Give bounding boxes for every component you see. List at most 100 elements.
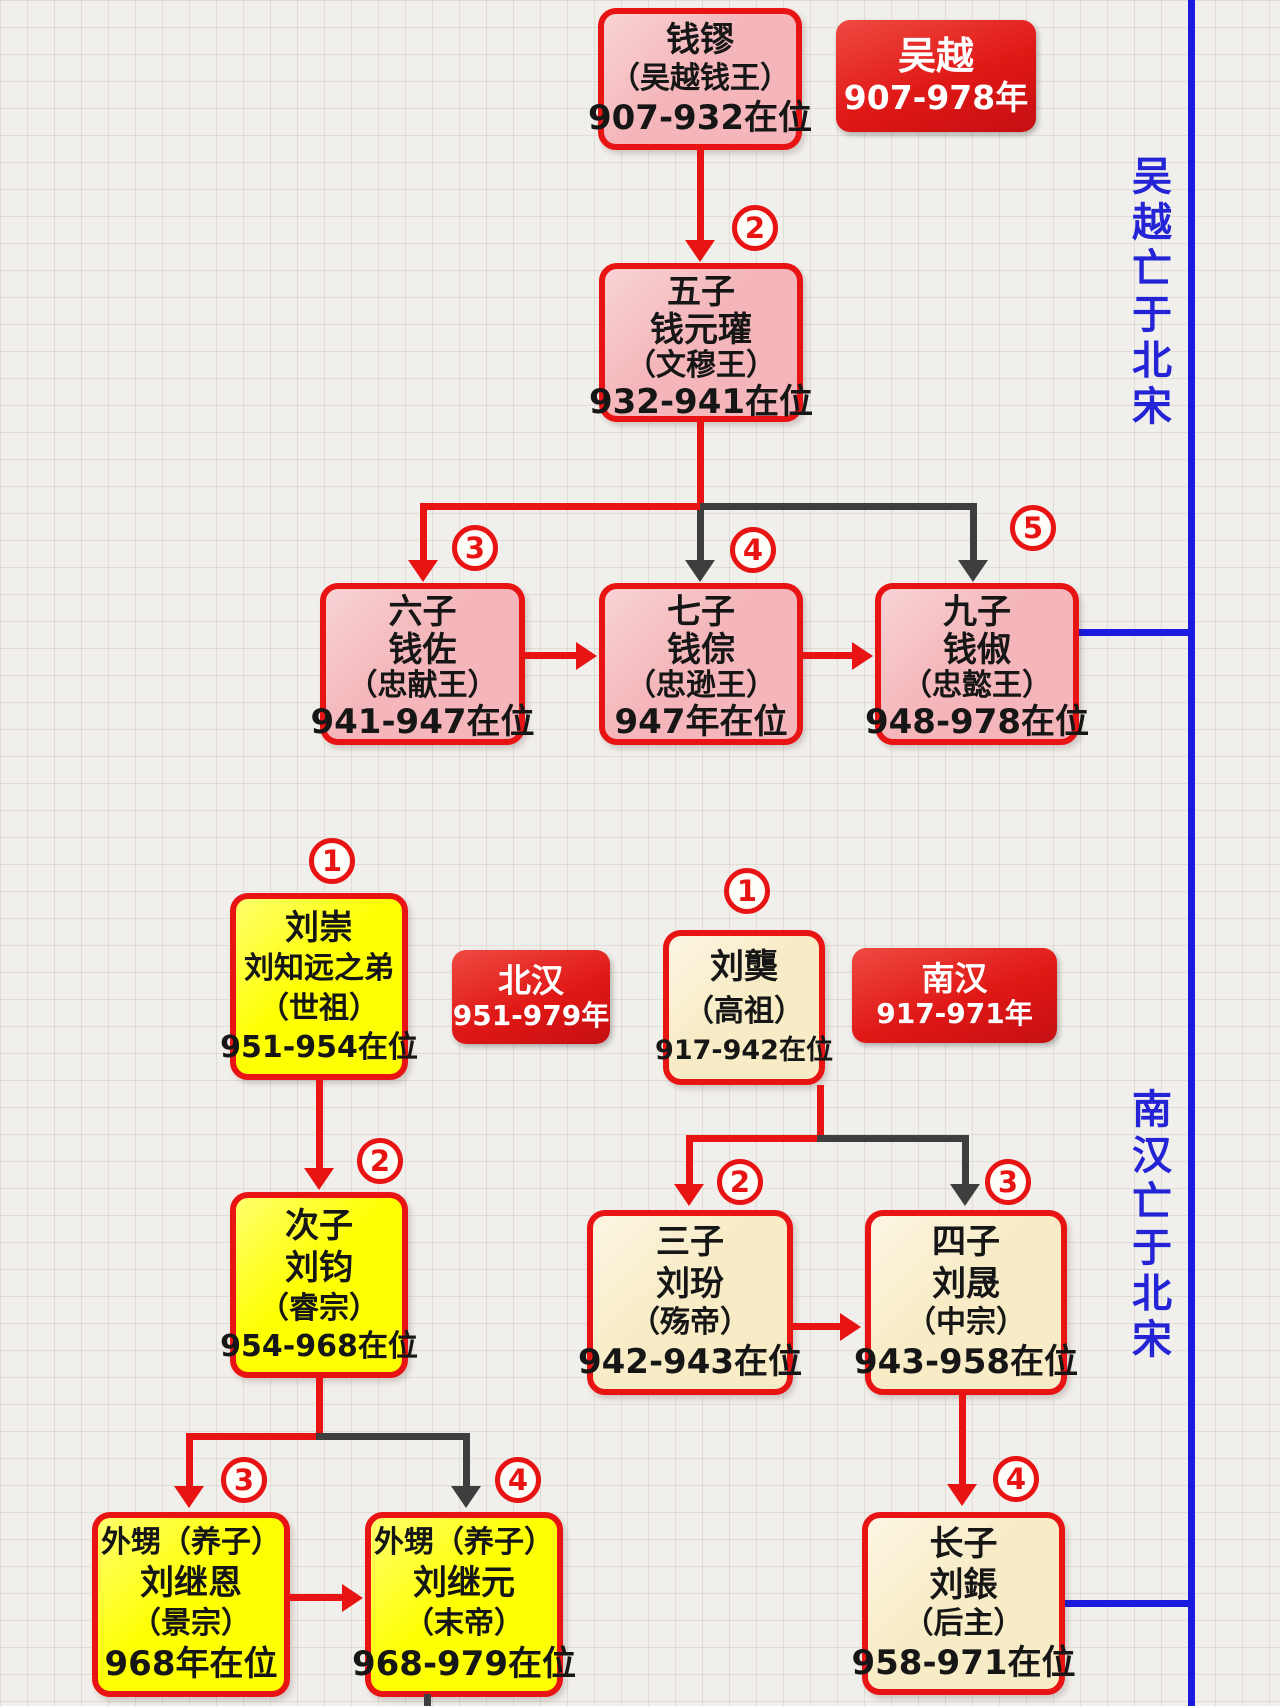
ruler-name: 钱俶 bbox=[943, 630, 1011, 671]
connector-to-liusheng bbox=[962, 1142, 969, 1186]
reign-label: 968-979在位 bbox=[351, 1643, 577, 1684]
arrowhead-bin-to-sheng bbox=[840, 1313, 861, 1341]
sequence-marker-nanhan-3: 3 bbox=[985, 1159, 1031, 1205]
reign-label: 947年在位 bbox=[614, 701, 788, 742]
reign-label: 932-941在位 bbox=[588, 381, 814, 422]
connector-to-liujiyuan bbox=[463, 1440, 470, 1488]
marker-number: 2 bbox=[369, 1144, 391, 1178]
badge-wuyue: 吴越 907-978年 bbox=[836, 20, 1036, 132]
arrowhead-to-qianzong bbox=[685, 560, 715, 582]
relation-label: 刘知远之弟 bbox=[244, 951, 394, 987]
connector-liuyan-down bbox=[817, 1085, 824, 1142]
marker-number: 5 bbox=[1022, 511, 1044, 545]
marker-number: 4 bbox=[742, 533, 764, 567]
badge-beihan: 北汉 951-979年 bbox=[452, 950, 610, 1044]
connector-to-liubin bbox=[686, 1135, 693, 1186]
reign-label: 943-958在位 bbox=[853, 1342, 1079, 1383]
reign-label: 907-932在位 bbox=[587, 97, 813, 138]
connector-liuchong-down bbox=[316, 1080, 323, 1170]
ruler-box-liu-bin: 三子 刘玢 （殇帝） 942-943在位 bbox=[578, 1210, 802, 1395]
ruler-box-liu-jun: 次子 刘钧 （睿宗） 954-968在位 bbox=[220, 1192, 418, 1378]
marker-number: 1 bbox=[321, 844, 343, 878]
connector-jien-to-jiyuan bbox=[290, 1594, 344, 1601]
connector-split-left bbox=[423, 503, 704, 510]
connector-qianchu-to-timeline bbox=[1075, 629, 1190, 636]
seniority-label: 次子 bbox=[285, 1205, 353, 1246]
arrowhead-to-liubin bbox=[674, 1184, 704, 1206]
marker-number: 3 bbox=[464, 531, 486, 565]
connector-split-right bbox=[700, 503, 977, 510]
title-label: （世祖） bbox=[259, 990, 379, 1026]
connector-yuanguan-down bbox=[697, 422, 704, 510]
kingdom-years: 951-979年 bbox=[452, 998, 610, 1032]
ruler-box-liu-jiyuan: 外甥（养子） 刘继元 （末帝） 968-979在位 bbox=[352, 1512, 576, 1697]
marker-number: 1 bbox=[736, 874, 758, 908]
sequence-marker-beihan-3: 3 bbox=[221, 1457, 267, 1503]
seniority-label: 七子 bbox=[667, 592, 735, 632]
title-label: （景宗） bbox=[131, 1605, 251, 1641]
title-label: （殇帝） bbox=[630, 1305, 750, 1341]
connector-liujiyuan-down-stub bbox=[424, 1694, 431, 1706]
title-label: （后主） bbox=[903, 1606, 1024, 1642]
ruler-box-liu-chong: 刘崇 刘知远之弟 （世祖） 951-954在位 bbox=[220, 893, 418, 1080]
sequence-marker-wuyue-5: 5 bbox=[1010, 505, 1056, 551]
kingdom-years: 907-978年 bbox=[843, 77, 1029, 117]
ruler-box-liu-yan: 刘龑 （高祖） 917-942在位 bbox=[655, 930, 833, 1085]
reign-label: 941-947在位 bbox=[310, 701, 535, 742]
title-label: （吴越钱王） bbox=[610, 61, 790, 97]
ruler-name: 刘鋹 bbox=[929, 1565, 998, 1606]
title-label: （睿宗） bbox=[259, 1290, 379, 1326]
seniority-label: 四子 bbox=[932, 1222, 1000, 1263]
kingdom-years: 917-971年 bbox=[876, 997, 1033, 1031]
sequence-marker-nanhan-1: 1 bbox=[724, 868, 770, 914]
reign-label: 951-954在位 bbox=[220, 1029, 418, 1065]
arrowhead-to-liujun bbox=[304, 1168, 334, 1190]
title-label: （中宗） bbox=[906, 1305, 1026, 1341]
ruler-name: 刘继元 bbox=[413, 1563, 515, 1604]
connector-beihan-split-left bbox=[186, 1433, 323, 1440]
connector-bin-to-sheng bbox=[793, 1323, 842, 1330]
seniority-label: 三子 bbox=[656, 1222, 724, 1263]
nanhan-fall-note: 南汉亡于北宋 bbox=[1125, 1088, 1171, 1364]
arrowhead-zong-to-chu bbox=[852, 642, 873, 670]
kingdom-name: 南汉 bbox=[921, 959, 988, 999]
song-timeline-line bbox=[1188, 0, 1195, 1706]
arrowhead-to-liuchang bbox=[947, 1484, 977, 1506]
wuyue-fall-note: 吴越亡于北宋 bbox=[1125, 155, 1171, 431]
arrowhead-to-yuanguan bbox=[685, 240, 715, 262]
sequence-marker-nanhan-2: 2 bbox=[717, 1159, 763, 1205]
ruler-box-qian-liu: 钱镠 （吴越钱王） 907-932在位 bbox=[588, 8, 812, 150]
connector-to-liujien bbox=[186, 1433, 193, 1488]
connector-zuo-to-zong bbox=[525, 652, 578, 659]
sequence-marker-nanhan-4: 4 bbox=[993, 1456, 1039, 1502]
sequence-marker-wuyue-2: 2 bbox=[732, 205, 778, 251]
sequence-marker-beihan-2: 2 bbox=[357, 1138, 403, 1184]
relation-label: 外甥（养子） bbox=[101, 1525, 281, 1561]
ruler-name: 钱倧 bbox=[667, 630, 735, 671]
connector-zong-to-chu bbox=[803, 652, 854, 659]
connector-qianliu-down bbox=[697, 150, 704, 242]
ruler-name: 刘钧 bbox=[285, 1248, 353, 1289]
ruler-name: 刘晟 bbox=[932, 1263, 1000, 1304]
arrowhead-to-qianzuo bbox=[408, 560, 438, 582]
connector-liusheng-down bbox=[959, 1395, 966, 1486]
title-label: （忠献王） bbox=[347, 668, 498, 704]
connector-to-qianzuo bbox=[420, 503, 427, 562]
ruler-name: 刘继恩 bbox=[140, 1563, 242, 1604]
marker-number: 4 bbox=[507, 1463, 529, 1497]
seniority-label: 五子 bbox=[667, 272, 735, 312]
ruler-name: 钱镠 bbox=[666, 20, 734, 61]
sequence-marker-wuyue-3: 3 bbox=[452, 525, 498, 571]
ruler-box-liu-sheng: 四子 刘晟 （中宗） 943-958在位 bbox=[854, 1210, 1078, 1395]
title-label: （末帝） bbox=[404, 1605, 524, 1641]
ruler-box-liu-chang: 长子 刘鋹 （后主） 958-971在位 bbox=[851, 1512, 1076, 1695]
relation-label: 外甥（养子） bbox=[374, 1525, 554, 1561]
arrowhead-zuo-to-zong bbox=[576, 642, 597, 670]
ruler-box-liu-jien: 外甥（养子） 刘继恩 （景宗） 968年在位 bbox=[92, 1512, 290, 1697]
reign-label: 954-968在位 bbox=[220, 1328, 418, 1364]
marker-number: 3 bbox=[997, 1165, 1019, 1199]
ruler-name: 刘龑 bbox=[710, 947, 778, 988]
title-label: （忠懿王） bbox=[902, 668, 1052, 704]
connector-liuchang-to-timeline bbox=[1061, 1600, 1190, 1607]
